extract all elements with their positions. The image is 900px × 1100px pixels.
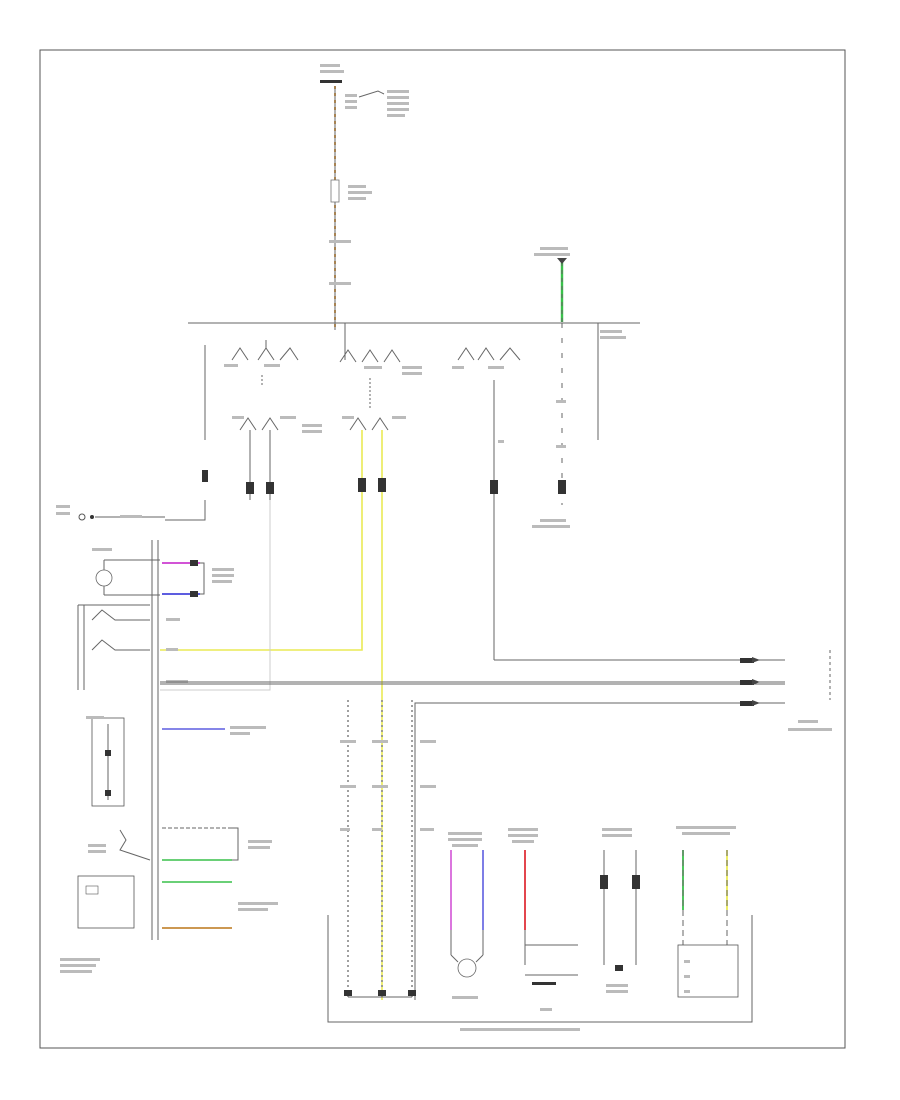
switch-group-2 xyxy=(339,323,422,431)
fuse xyxy=(330,179,372,203)
top-fuse-box xyxy=(320,64,409,117)
wire-yellow-1 xyxy=(160,430,363,651)
red-indicator xyxy=(508,828,578,1011)
relay-box xyxy=(600,828,640,993)
ground-top xyxy=(534,247,570,322)
front-light-left xyxy=(92,548,160,596)
wire-lightgray xyxy=(160,500,271,691)
ground-right xyxy=(532,323,570,528)
combination-switch-bus xyxy=(188,322,640,440)
switch-group-1 xyxy=(224,340,322,433)
module-box xyxy=(77,875,135,929)
sensor-box xyxy=(676,826,739,998)
right-lamp-assembly xyxy=(327,700,753,1031)
switch-group-3 xyxy=(452,347,521,660)
right-bus-wires xyxy=(160,650,832,1000)
front-light-right xyxy=(448,832,484,999)
left-lamp-assembly xyxy=(56,505,278,973)
diagram-frame xyxy=(39,49,846,1049)
